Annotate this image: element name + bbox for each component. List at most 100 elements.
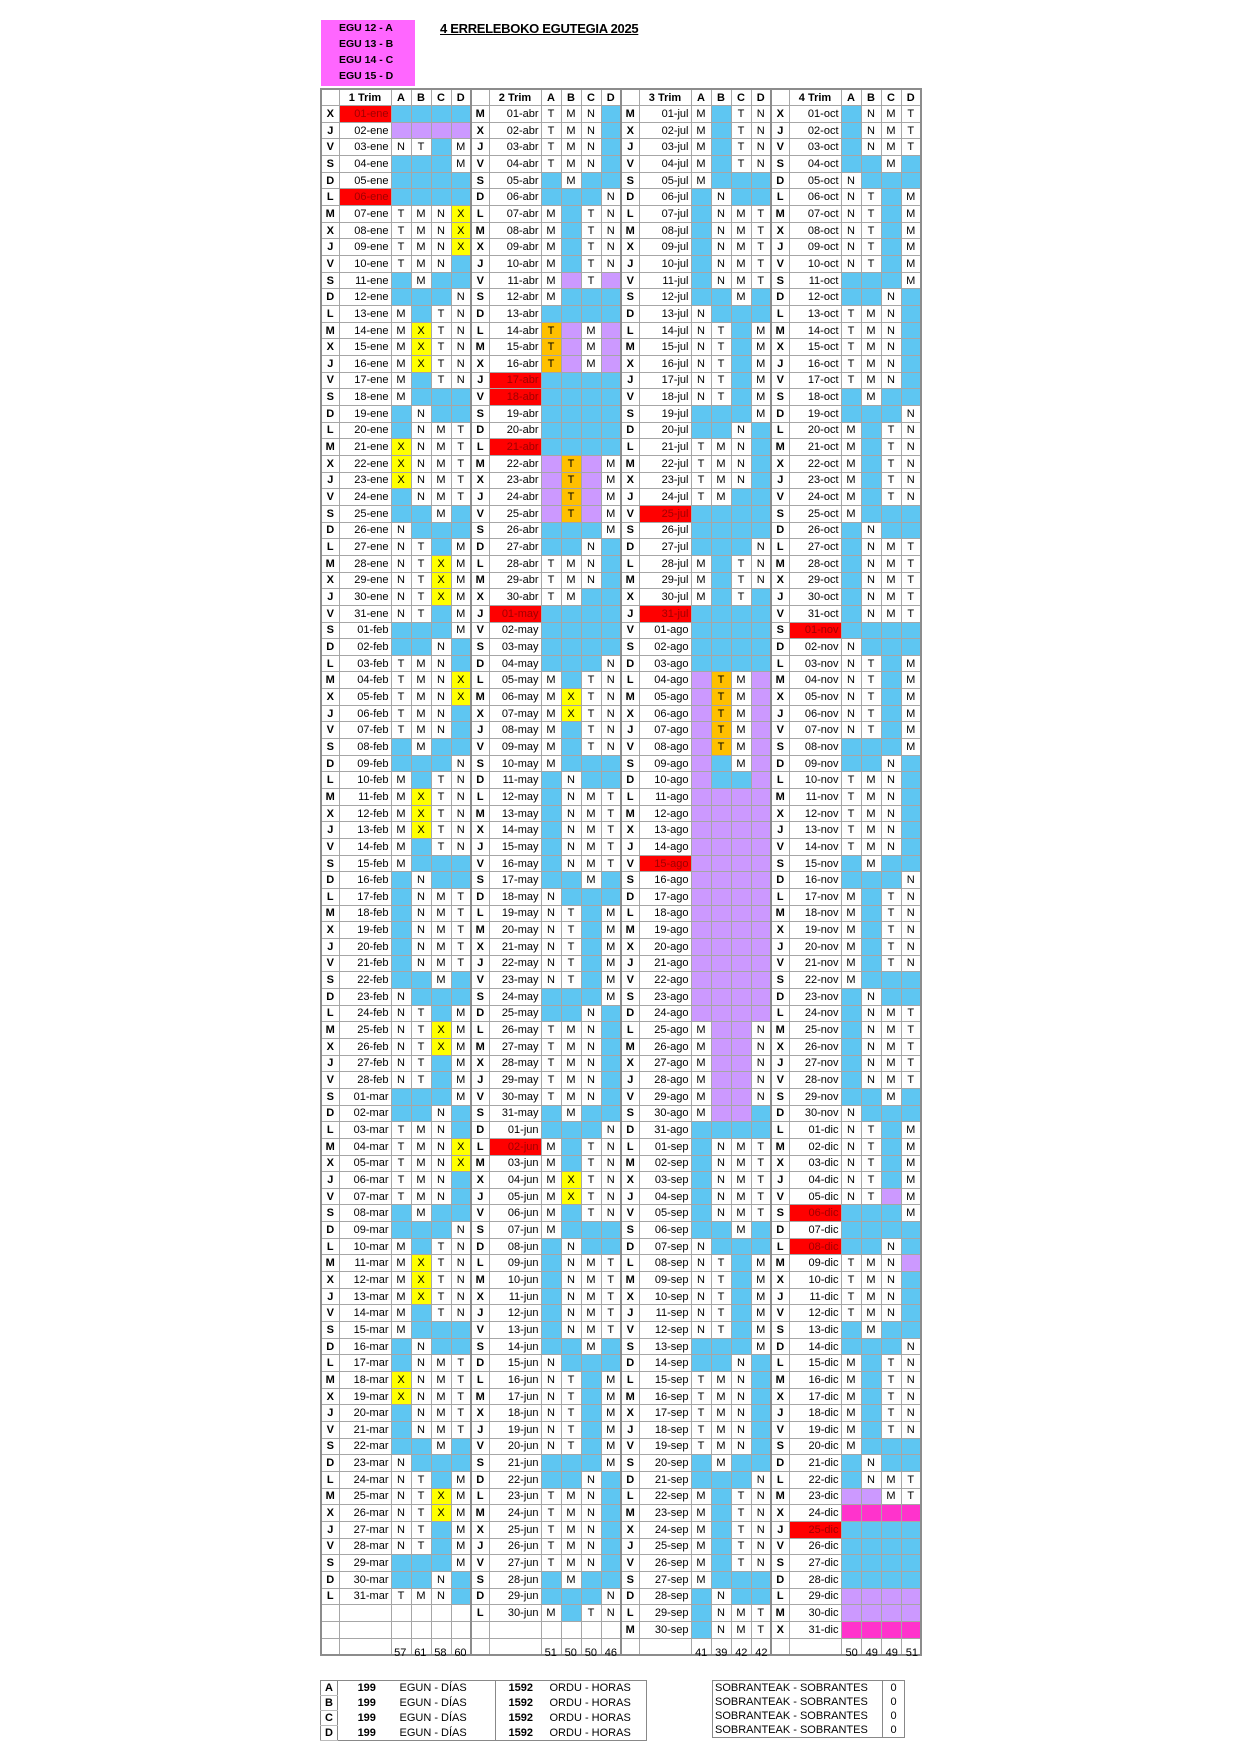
shift-cell [580,1354,602,1373]
shift-cell: M [710,488,732,506]
shift-total: 60 [454,1647,467,1659]
date-cell [338,1604,392,1622]
shift-cell [690,921,712,939]
shift-cell [430,188,452,207]
shift-cell [390,1421,412,1439]
shift-cell [750,838,772,856]
shift-cell [710,1570,732,1589]
shift-cell: N [450,1221,472,1239]
shift-cell: N [390,538,412,556]
date-cell: 02-nov [788,638,842,656]
shift-cell [390,121,412,140]
shift-cell [560,721,582,740]
shift-cell [430,1321,452,1339]
shift-cell: T [450,888,472,906]
days-label: EGUN - DÍAS [399,1712,467,1724]
shift-cell [430,1071,452,1089]
shift-cell [580,1387,602,1406]
shift-cell: N [750,1071,772,1089]
date-cell: 26-abr [488,521,542,540]
date-cell: 18-jun [488,1404,542,1422]
weekday-cell: D [770,1454,790,1472]
shift-cell: N [880,321,902,340]
weekday-cell: D [620,1237,640,1256]
shift-cell: M [730,738,752,756]
days-value: 199 [357,1682,376,1695]
shift-cell [710,404,732,423]
shift-cell [840,155,862,173]
shift-cell: N [410,404,432,423]
shift-cell: M [690,1520,712,1539]
shift-cell [900,1287,922,1306]
date-cell: 11-oct [788,271,842,290]
shift-cell: M [880,1487,902,1506]
shift-cell: N [860,571,882,590]
shift-cell [900,754,922,773]
shift-cell: N [710,1171,732,1189]
shift-cell [600,1504,622,1522]
shift-cell [840,1321,862,1339]
shift-cell [430,138,452,157]
weekday-cell: X [320,338,340,356]
shift-cell [580,1371,602,1389]
date-cell: 21-mar [338,1421,392,1439]
shift-cell: M [580,338,602,356]
shift-cell: N [600,1604,622,1622]
shift-cell: N [900,1421,922,1439]
shift-cell: N [750,1504,772,1522]
shift-cell [580,754,602,773]
weekday-cell: X [320,454,340,473]
shift-cell: N [430,238,452,257]
shift-cell [560,1154,582,1173]
shift-cell: N [390,1054,412,1073]
shift-cell [840,554,862,573]
weekday-cell: V [320,721,340,740]
shift-cell: M [390,804,412,823]
shift-cell [410,371,432,390]
shift-cell: N [860,554,882,573]
date-cell: 18-sep [638,1421,692,1439]
shift-cell [410,1221,432,1239]
shift-cell: N [860,138,882,157]
weekday-cell: V [770,138,790,157]
date-cell: 23-mar [338,1454,392,1472]
shift-cell: T [390,1137,412,1156]
shift-cell [540,504,562,523]
shift-cell: N [880,355,902,373]
shift-cell: N [750,1487,772,1506]
shift-cell: M [410,1171,432,1189]
header-blank [320,88,340,107]
team-label: D [320,1725,338,1741]
weekday-cell: M [620,1037,640,1056]
date-cell: 10-abr [488,255,542,273]
weekday-cell: V [770,838,790,856]
shift-cell [430,105,452,123]
shift-cell [730,171,752,190]
shift-cell [560,421,582,440]
weekday-cell: X [320,1504,340,1522]
shift-cell: M [900,271,922,290]
weekday-cell: J [470,1304,490,1323]
weekday-cell: D [470,1121,490,1139]
shift-cell: N [540,1437,562,1456]
shift-cell [690,1337,712,1356]
date-cell: 17-oct [788,371,842,390]
shift-cell: T [710,721,732,740]
date-cell: 14-ago [638,838,692,856]
shift-cell [560,288,582,307]
shift-cell [690,604,712,623]
date-cell: 16-nov [788,871,842,889]
shift-cell: T [540,338,562,356]
date-cell: 24-jul [638,488,692,506]
shift-cell: M [540,1604,562,1622]
date-cell: 08-feb [338,738,392,756]
date-cell: 17-jul [638,371,692,390]
shift-cell [710,987,732,1006]
shift-cell: M [450,155,472,173]
shift-cell: T [900,121,922,140]
hours-label: ORDU - HORAS [549,1697,631,1709]
shift-cell [390,504,412,523]
